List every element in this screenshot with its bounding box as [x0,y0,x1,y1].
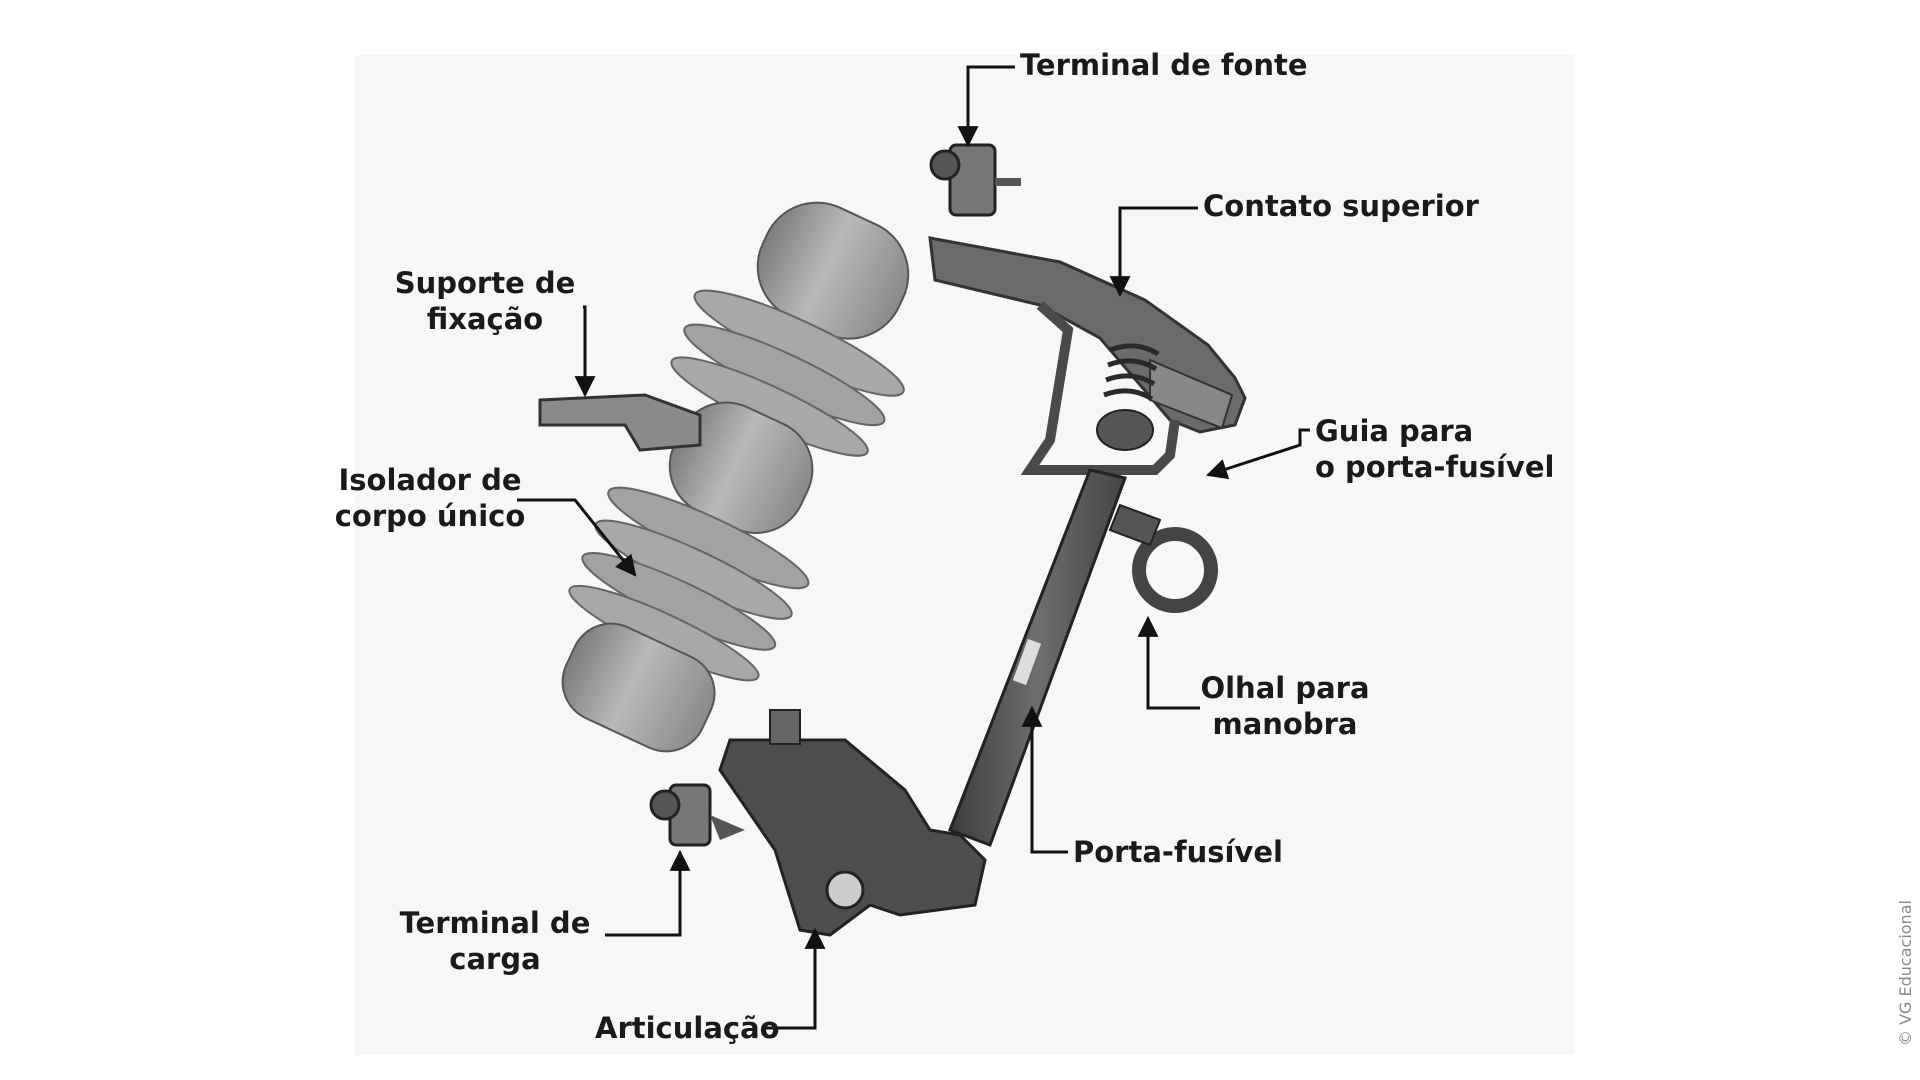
label-olhal: Olhal para manobra [1200,671,1370,741]
fuse-holder-tube [948,468,1127,847]
mounting-bracket [538,393,702,452]
load-terminal-bolt [649,783,745,847]
source-terminal-bolt [929,143,1021,217]
leader-lines [517,65,1310,1030]
single-body-insulator [561,201,910,753]
leader-terminal-fonte [957,65,1015,148]
upper-contact-assembly [928,236,1247,475]
label-articulacao: Articulação [595,1011,780,1045]
copyright-credit: © VG Educacional [1896,900,1915,1046]
label-terminal-carga: Terminal de carga [399,906,591,976]
leader-articulacao [765,927,826,1030]
leader-guia [1206,428,1310,480]
leader-suporte-fixacao [574,305,596,398]
label-suporte-fixacao: Suporte de fixação [394,266,576,336]
label-contato-superior: Contato superior [1203,189,1479,223]
label-terminal-fonte: Terminal de fonte [1020,48,1308,82]
leader-olhal [1137,615,1200,710]
leader-isolador [517,498,637,577]
hinge-assembly [718,709,987,937]
operating-eye-ring [1108,503,1218,613]
leader-contato-superior [1109,206,1198,298]
label-guia: Guia para o porta-fusível [1315,414,1555,484]
leader-porta-fusivel [1021,705,1068,854]
label-porta-fusivel: Porta-fusível [1073,835,1283,869]
leader-terminal-carga [605,849,691,937]
label-isolador: Isolador de corpo único [334,463,526,533]
